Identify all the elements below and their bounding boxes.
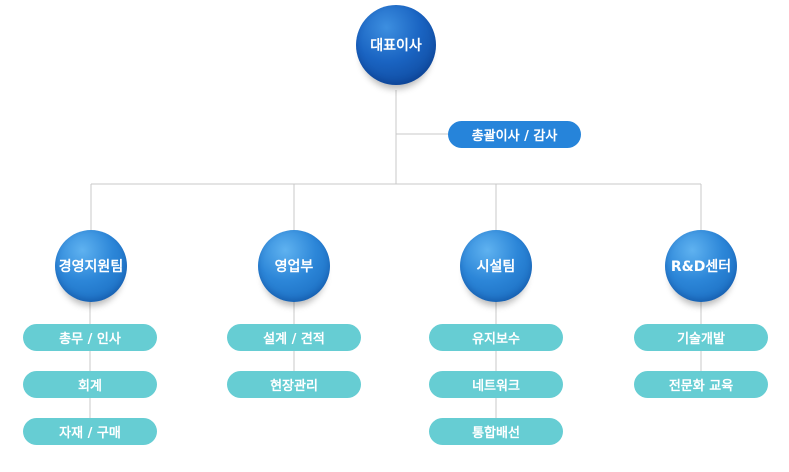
task-item: 네트워크 xyxy=(429,371,563,398)
department-label: 영업부 xyxy=(274,259,314,275)
department-node-management-support: 경영지원팀 xyxy=(55,230,127,302)
task-item: 전문화 교육 xyxy=(634,371,768,398)
task-item: 유지보수 xyxy=(429,324,563,351)
task-item: 회계 xyxy=(23,371,157,398)
department-node-rnd-center: R&D센터 xyxy=(665,230,737,302)
task-label: 자재 / 구매 xyxy=(59,426,121,441)
ceo-node: 대표이사 xyxy=(356,5,436,85)
department-label: 경영지원팀 xyxy=(58,259,124,275)
task-label: 현장관리 xyxy=(270,379,318,394)
department-label: 시설팀 xyxy=(476,259,516,275)
task-label: 기술개발 xyxy=(677,332,725,347)
general-director-label: 총괄이사 / 감사 xyxy=(471,129,558,144)
task-label: 회계 xyxy=(78,379,102,394)
task-label: 총무 / 인사 xyxy=(59,332,121,347)
task-item: 총무 / 인사 xyxy=(23,324,157,351)
department-label: R&D센터 xyxy=(670,259,732,275)
task-label: 설계 / 견적 xyxy=(263,332,325,347)
task-label: 전문화 교육 xyxy=(668,379,734,394)
task-item: 자재 / 구매 xyxy=(23,418,157,445)
task-item: 기술개발 xyxy=(634,324,768,351)
ceo-label: 대표이사 xyxy=(370,38,422,54)
department-node-sales: 영업부 xyxy=(258,230,330,302)
general-director-node: 총괄이사 / 감사 xyxy=(448,121,581,148)
task-item: 통합배선 xyxy=(429,418,563,445)
task-item: 현장관리 xyxy=(227,371,361,398)
task-label: 네트워크 xyxy=(472,379,520,394)
department-node-facilities: 시설팀 xyxy=(460,230,532,302)
task-label: 유지보수 xyxy=(472,332,520,347)
task-label: 통합배선 xyxy=(472,426,520,441)
task-item: 설계 / 견적 xyxy=(227,324,361,351)
